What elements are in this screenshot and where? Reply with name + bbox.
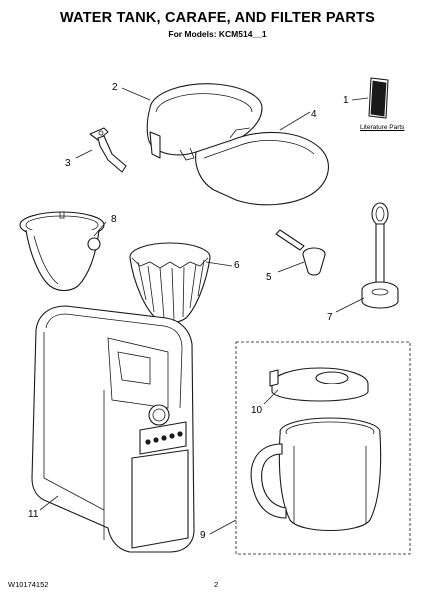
part-4-lid-front — [195, 127, 329, 206]
part-10-carafe-lid — [269, 367, 369, 402]
callout-6: 6 — [234, 260, 240, 271]
part-11-water-tank — [31, 305, 195, 553]
part-3-hinge — [89, 127, 127, 173]
part-7-tamper — [361, 202, 399, 309]
callout-3: 3 — [65, 158, 71, 169]
callout-2: 2 — [112, 82, 118, 93]
callout-8: 8 — [111, 214, 117, 225]
leader-lines — [39, 87, 369, 535]
page-number: 2 — [214, 580, 219, 589]
model-subtitle: For Models: KCM514__1 — [168, 29, 267, 39]
document-id: W10174152 — [8, 580, 49, 589]
part-8-filter-basket-frame — [19, 211, 105, 292]
callout-7: 7 — [327, 312, 333, 323]
callout-5: 5 — [266, 272, 272, 283]
part-1-literature — [368, 77, 389, 119]
part-2-lid-rear — [146, 83, 263, 161]
part-6-paper-filter — [129, 242, 211, 324]
callout-11: 11 — [28, 509, 39, 520]
literature-parts-label: Literature Parts — [360, 124, 405, 131]
part-5-scoop — [275, 229, 326, 276]
callout-10: 10 — [251, 405, 263, 416]
part-9-carafe — [250, 417, 382, 532]
diagram-title: WATER TANK, CARAFE, AND FILTER PARTS — [60, 10, 375, 26]
callout-4: 4 — [311, 109, 317, 120]
callout-1: 1 — [343, 95, 349, 106]
callout-9: 9 — [200, 530, 206, 541]
carafe-assembly-box — [235, 341, 411, 555]
